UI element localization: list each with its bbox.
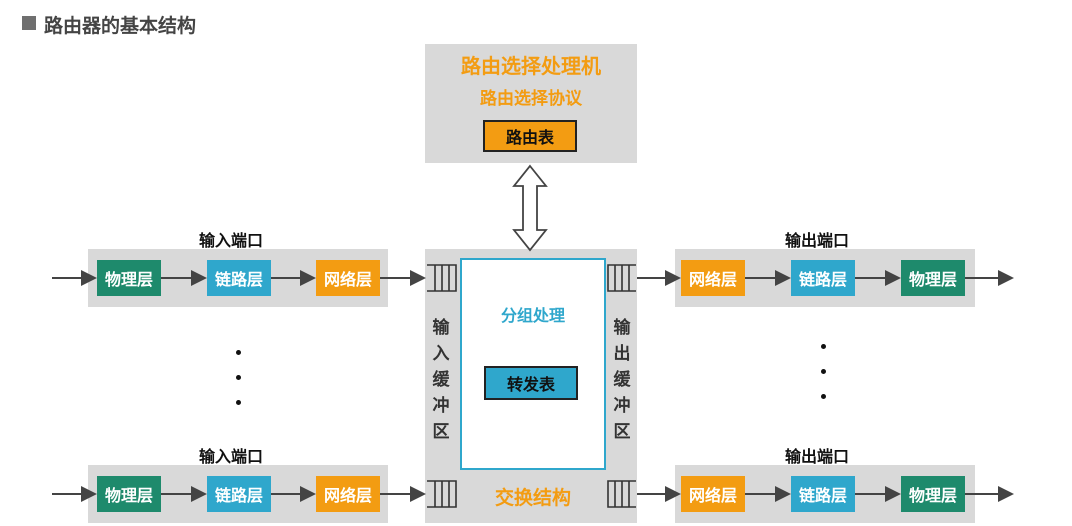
- packet-processing-box: [460, 258, 606, 470]
- output-network-layer-bottom: 网络层: [681, 476, 745, 512]
- title-square-icon: [22, 16, 36, 30]
- input-queue-icon: [427, 480, 457, 508]
- packet-processing-label: 分组处理: [500, 306, 565, 325]
- input-physical-layer-top: 物理层: [97, 260, 161, 296]
- double-arrow-icon: [512, 164, 548, 252]
- routing-table: 路由表: [483, 120, 577, 152]
- switch-fabric-label: 交换结构: [494, 487, 571, 509]
- ellipsis-dot: [821, 394, 826, 399]
- input-buffer-label: 输 入 缓 冲 区: [432, 318, 450, 442]
- output-physical-layer-top: 物理层: [901, 260, 965, 296]
- output-buffer-label: 输 出 缓 冲 区: [613, 318, 631, 442]
- output-physical-layer-bottom: 物理层: [901, 476, 965, 512]
- output-link-layer-bottom: 链路层: [791, 476, 855, 512]
- ellipsis-dot: [821, 344, 826, 349]
- input-queue-icon: [427, 264, 457, 292]
- output-queue-icon: [607, 480, 636, 508]
- output-port-label-bottom: 输出端口: [785, 447, 850, 466]
- output-network-layer-top: 网络层: [681, 260, 745, 296]
- ellipsis-dot: [236, 400, 241, 405]
- input-network-layer-bottom: 网络层: [316, 476, 380, 512]
- output-link-layer-top: 链路层: [791, 260, 855, 296]
- input-physical-layer-bottom: 物理层: [97, 476, 161, 512]
- forwarding-table: 转发表: [484, 366, 578, 400]
- input-link-layer-top: 链路层: [207, 260, 271, 296]
- ellipsis-dot: [236, 375, 241, 380]
- routing-protocol-label: 路由选择协议: [480, 89, 582, 109]
- input-network-layer-top: 网络层: [316, 260, 380, 296]
- input-port-label-top: 输入端口: [199, 231, 264, 250]
- ellipsis-dot: [236, 350, 241, 355]
- routing-processor-title: 路由选择处理机: [461, 54, 601, 78]
- output-port-label-top: 输出端口: [785, 231, 850, 250]
- input-link-layer-bottom: 链路层: [207, 476, 271, 512]
- ellipsis-dot: [821, 369, 826, 374]
- output-queue-icon: [607, 264, 636, 292]
- input-port-label-bottom: 输入端口: [199, 447, 264, 466]
- page-title: 路由器的基本结构: [44, 15, 197, 37]
